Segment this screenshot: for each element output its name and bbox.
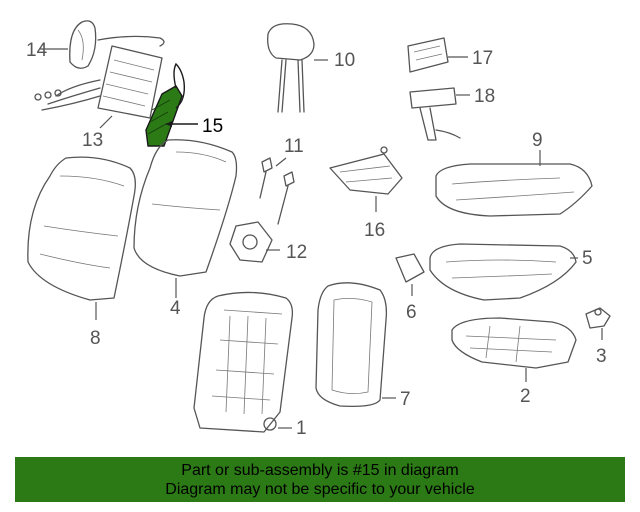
callout-9: 9 bbox=[532, 130, 543, 151]
part-2-seat-frame bbox=[451, 317, 577, 382]
part-6-trim bbox=[395, 253, 425, 296]
part-1-back-frame bbox=[193, 291, 294, 433]
part-9-cushion-pad bbox=[435, 150, 593, 217]
callout-8: 8 bbox=[90, 328, 101, 349]
callout-7: 7 bbox=[400, 389, 411, 410]
part-8-back-cover bbox=[27, 156, 136, 320]
banner-line-1: Part or sub-assembly is #15 in diagram bbox=[181, 461, 459, 479]
callout-15: 15 bbox=[202, 116, 223, 137]
part-5-cushion-pad bbox=[429, 243, 578, 301]
part-14-pad bbox=[40, 20, 97, 69]
part-17-switch bbox=[407, 37, 468, 73]
banner-line-2: Diagram may not be specific to your vehi… bbox=[165, 480, 475, 498]
callout-2: 2 bbox=[520, 386, 531, 407]
part-13-heater bbox=[34, 35, 165, 129]
callout-18: 18 bbox=[474, 86, 495, 107]
callout-3: 3 bbox=[596, 346, 607, 367]
parts-diagram: 14 13 15 10 17 18 9 11 16 12 5 6 8 4 3 2… bbox=[26, 20, 611, 439]
part-7-back-panel bbox=[315, 282, 396, 408]
callout-14: 14 bbox=[26, 40, 48, 61]
part-4-back-pad bbox=[133, 139, 238, 298]
callout-4: 4 bbox=[170, 298, 181, 319]
part-3-clip bbox=[585, 307, 611, 340]
info-banner: Part or sub-assembly is #15 in diagram D… bbox=[15, 457, 625, 502]
callout-6: 6 bbox=[406, 302, 417, 323]
callout-10: 10 bbox=[334, 50, 355, 71]
part-15-airbag-module bbox=[145, 62, 198, 147]
callout-17: 17 bbox=[472, 48, 493, 69]
part-11-pins bbox=[259, 157, 295, 225]
callout-13: 13 bbox=[82, 130, 103, 151]
callout-5: 5 bbox=[582, 248, 593, 269]
part-12-recliner bbox=[229, 221, 280, 263]
callout-16: 16 bbox=[364, 220, 385, 241]
part-18-bracket bbox=[409, 87, 470, 141]
part-16-shield bbox=[329, 146, 403, 212]
callout-12: 12 bbox=[286, 242, 307, 263]
callout-11: 11 bbox=[284, 136, 304, 157]
callout-1: 1 bbox=[296, 418, 307, 439]
part-10-headrest bbox=[267, 23, 328, 113]
